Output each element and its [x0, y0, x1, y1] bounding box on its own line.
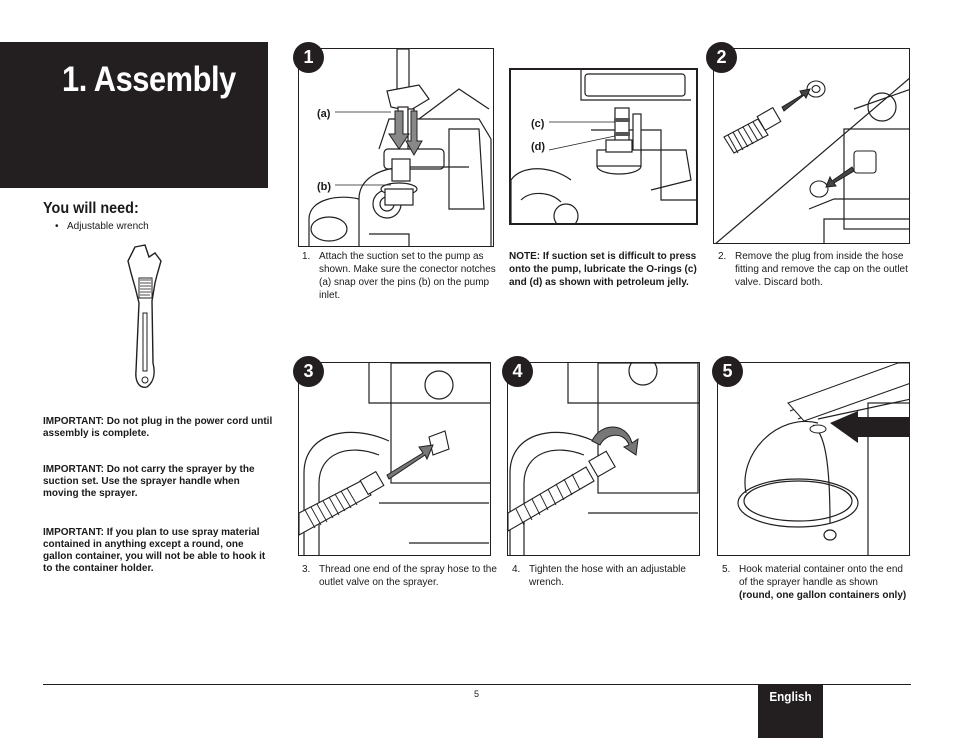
- step-5-bold-text: (round, one gallon containers only): [739, 590, 907, 601]
- note-illustration: (c) (d): [509, 68, 698, 225]
- step-1-illustration: (a) (b): [298, 48, 494, 247]
- step-5-text: Hook material container onto the end of …: [739, 564, 903, 588]
- step-4-illustration: [507, 362, 700, 556]
- step-1-number: 1.: [302, 251, 311, 262]
- language-label: English: [769, 689, 812, 704]
- page-number: 5: [474, 689, 480, 699]
- step-5-badge: 5: [712, 356, 743, 387]
- step-2-number: 2.: [718, 251, 727, 262]
- label-b: (b): [317, 181, 331, 193]
- step-2-illustration: [713, 48, 910, 244]
- step-2-badge: 2: [706, 42, 737, 73]
- you-will-need-heading: You will need:: [43, 200, 139, 217]
- important-note-2: IMPORTANT: Do not carry the sprayer by t…: [43, 464, 255, 499]
- important-note-3: IMPORTANT: If you plan to use spray mate…: [43, 527, 266, 574]
- step-1-badge: 1: [293, 42, 324, 73]
- step-1-caption: 1. Attach the suction set to the pump as…: [302, 250, 497, 302]
- note-text: NOTE: If suction set is difficult to pre…: [509, 251, 697, 288]
- step-5-number: 5.: [722, 564, 731, 575]
- step-4-text: Tighten the hose with an adjustable wren…: [529, 564, 686, 588]
- label-d: (d): [531, 141, 545, 153]
- step-2-caption: 2. Remove the plug from inside the hose …: [718, 250, 913, 289]
- step-4-number: 4.: [512, 564, 521, 575]
- step-3-text: Thread one end of the spray hose to the …: [319, 564, 497, 588]
- step-5-illustration: [717, 362, 910, 556]
- step-4-badge: 4: [502, 356, 533, 387]
- step-3-caption: 3. Thread one end of the spray hose to t…: [302, 563, 497, 589]
- step-4-caption: 4. Tighten the hose with an adjustable w…: [512, 563, 707, 589]
- step-3-number: 3.: [302, 564, 311, 575]
- adjustable-wrench-illustration: [127, 244, 162, 388]
- title-block: 1. Assembly: [0, 42, 268, 188]
- step-1-text: Attach the suction set to the pump as sh…: [319, 251, 496, 301]
- label-a: (a): [317, 108, 331, 120]
- footer-rule: [43, 684, 911, 685]
- step-5-text-wrap: Hook material container onto the end of …: [722, 563, 912, 602]
- step-5-caption: 5. Hook material container onto the end …: [722, 563, 912, 602]
- step-3-illustration: [298, 362, 491, 556]
- step-3-badge: 3: [293, 356, 324, 387]
- need-list-item: •Adjustable wrench: [55, 221, 149, 232]
- important-note-1: IMPORTANT: Do not plug in the power cord…: [43, 416, 273, 439]
- step-2-text: Remove the plug from inside the hose fit…: [735, 251, 908, 288]
- language-tab: English: [758, 684, 823, 738]
- page-title: 1. Assembly: [62, 60, 236, 99]
- label-c: (c): [531, 118, 545, 130]
- need-item-label: Adjustable wrench: [67, 221, 149, 232]
